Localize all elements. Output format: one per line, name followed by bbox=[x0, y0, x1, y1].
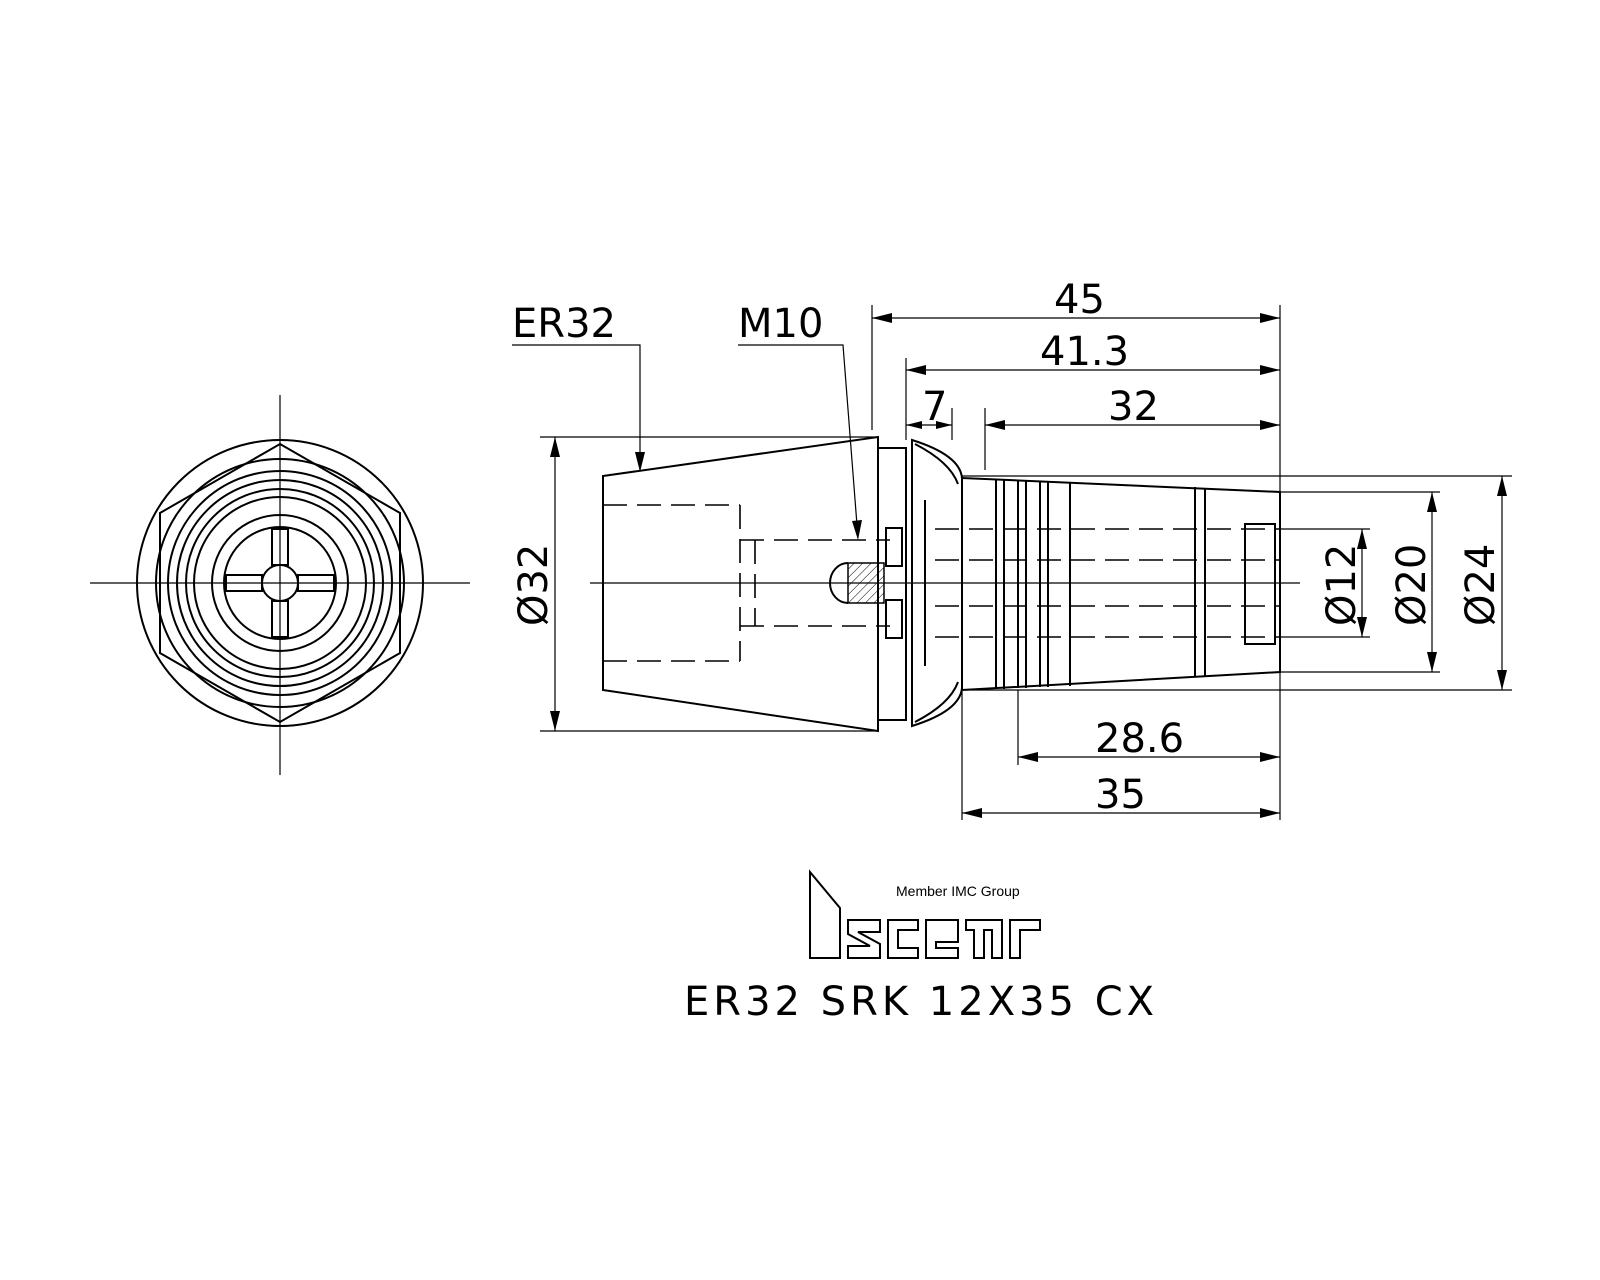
dim-dia-20: Ø20 bbox=[1389, 544, 1435, 626]
logo-letter-i bbox=[809, 869, 841, 959]
shank-body bbox=[961, 476, 1281, 692]
dim-length-32: 32 bbox=[1108, 384, 1159, 430]
dim-overall-length: 45 bbox=[1054, 277, 1105, 323]
dim-dia-12: Ø12 bbox=[1319, 544, 1365, 626]
dim-length-35: 35 bbox=[1095, 772, 1146, 818]
dim-flange: 7 bbox=[922, 384, 947, 430]
dimension-labels: ER32 M10 45 41.3 7 32 28.6 35 Ø32 Ø12 Ø2… bbox=[511, 277, 1504, 818]
thread-label: M10 bbox=[738, 301, 823, 347]
outer-flange-circle bbox=[136, 439, 424, 727]
logo-tagline: Member IMC Group bbox=[896, 883, 1020, 899]
dimension-lines bbox=[512, 305, 1512, 820]
dim-dia-32: Ø32 bbox=[511, 544, 557, 626]
part-title: ER32 SRK 12X35 CX bbox=[684, 979, 1158, 1025]
side-view bbox=[590, 435, 1300, 733]
dim-dia-24: Ø24 bbox=[1458, 544, 1504, 626]
collet-label: ER32 bbox=[512, 301, 616, 347]
hex-nut-outline bbox=[159, 442, 401, 724]
flange-ring bbox=[877, 447, 907, 721]
iscar-logo: Member IMC Group bbox=[809, 869, 1041, 959]
dim-length-41: 41.3 bbox=[1040, 329, 1129, 375]
end-view bbox=[90, 395, 470, 775]
dim-length-28: 28.6 bbox=[1095, 716, 1184, 762]
